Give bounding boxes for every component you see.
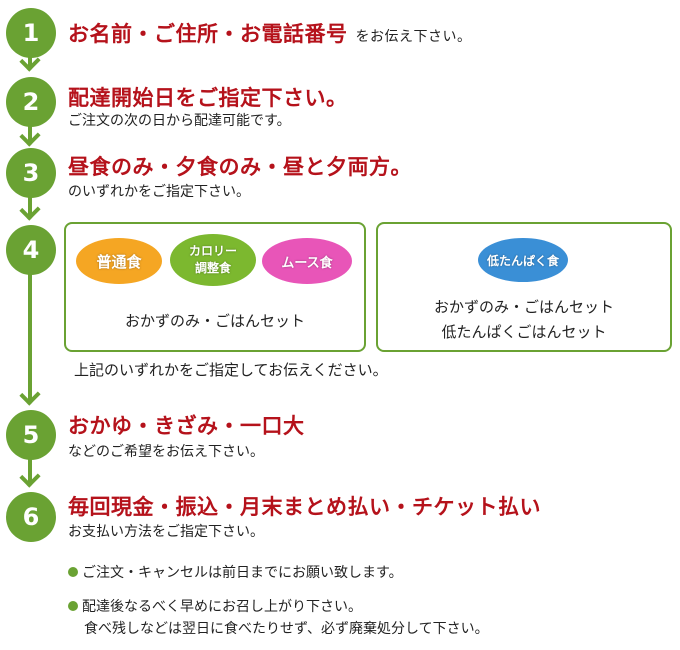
arrow-down-icon [19,125,41,147]
bullet-icon [68,601,78,611]
step-6-subtitle: お支払い方法をご指定下さい。 [68,524,264,540]
step-4-instruction: 上記のいずれかをご指定してお伝えください。 [74,361,388,379]
badge-mousse-meal: ムース食 [262,238,352,284]
badge-low-protein-label: 低たんぱく食 [486,253,559,268]
arrow-down-icon [19,466,41,488]
connector-line-3 [28,185,32,217]
note-cancellation: ご注文・キャンセルは前日までにお願い致します。 [68,562,403,582]
step-1-number: 1 [6,8,56,58]
note-consumption-text: 配達後なるべく早めにお召し上がり下さい。 [82,599,362,615]
meal-box-low-protein-caption-2: 低たんぱくごはんセット [441,323,607,341]
step-2-subtitle: ご注文の次の日から配達可能です。 [68,113,291,129]
badge-calorie-adjusted: カロリー 調整食 [170,234,256,286]
step-1-title: お名前・ご住所・お電話番号をお伝え下さい。 [68,18,472,48]
step-5-number: 5 [6,410,56,460]
meal-type-box-low-protein: 低たんぱく食 おかずのみ・ごはんセット 低たんぱくごはんセット [376,222,672,352]
step-6-title: 毎回現金・振込・月末まとめ払い・チケット払い [68,495,541,519]
step-4-number: 4 [6,225,56,275]
connector-line-2 [28,115,32,143]
meal-box-standard-caption: おかずのみ・ごはんセット [124,312,305,330]
step-3-number: 3 [6,148,56,198]
meal-box-low-protein-caption-1: おかずのみ・ごはんセット [433,298,614,316]
step-3-subtitle: のいずれかをご指定下さい。 [68,184,250,200]
badge-regular-meal: 普通食 [76,238,162,284]
arrow-down-icon [19,199,41,221]
badge-mousse-meal-label: ムース食 [281,255,333,271]
meal-type-box-standard: 普通食 カロリー 調整食 ムース食 おかずのみ・ごはんセット [64,222,366,352]
note-disposal: 食べ残しなどは翌日に食べたりせず、必ず廃棄処分して下さい。 [84,621,489,637]
arrow-down-icon [19,384,41,406]
step-5-subtitle: などのご希望をお伝え下さい。 [68,444,264,460]
bullet-icon [68,567,78,577]
step-6-number: 6 [6,492,56,542]
connector-line-4 [28,262,32,402]
note-cancellation-text: ご注文・キャンセルは前日までにお願い致します。 [82,565,403,581]
badge-low-protein: 低たんぱく食 [478,238,568,282]
badge-calorie-line1: カロリー [188,244,237,258]
badge-regular-meal-label: 普通食 [96,252,142,271]
badge-calorie-line2: 調整食 [194,261,231,275]
step-3-title: 昼食のみ・夕食のみ・昼と夕両方。 [68,155,412,179]
step-1-title-suffix: をお伝え下さい。 [355,29,472,45]
step-5-title: おかゆ・きざみ・一口大 [68,414,305,438]
connector-line-5 [28,455,32,485]
step-1-title-text: お名前・ご住所・お電話番号 [68,22,348,46]
step-2-title: 配達開始日をご指定下さい。 [68,86,348,110]
step-2-number: 2 [6,77,56,127]
note-consumption: 配達後なるべく早めにお召し上がり下さい。 [68,596,362,616]
